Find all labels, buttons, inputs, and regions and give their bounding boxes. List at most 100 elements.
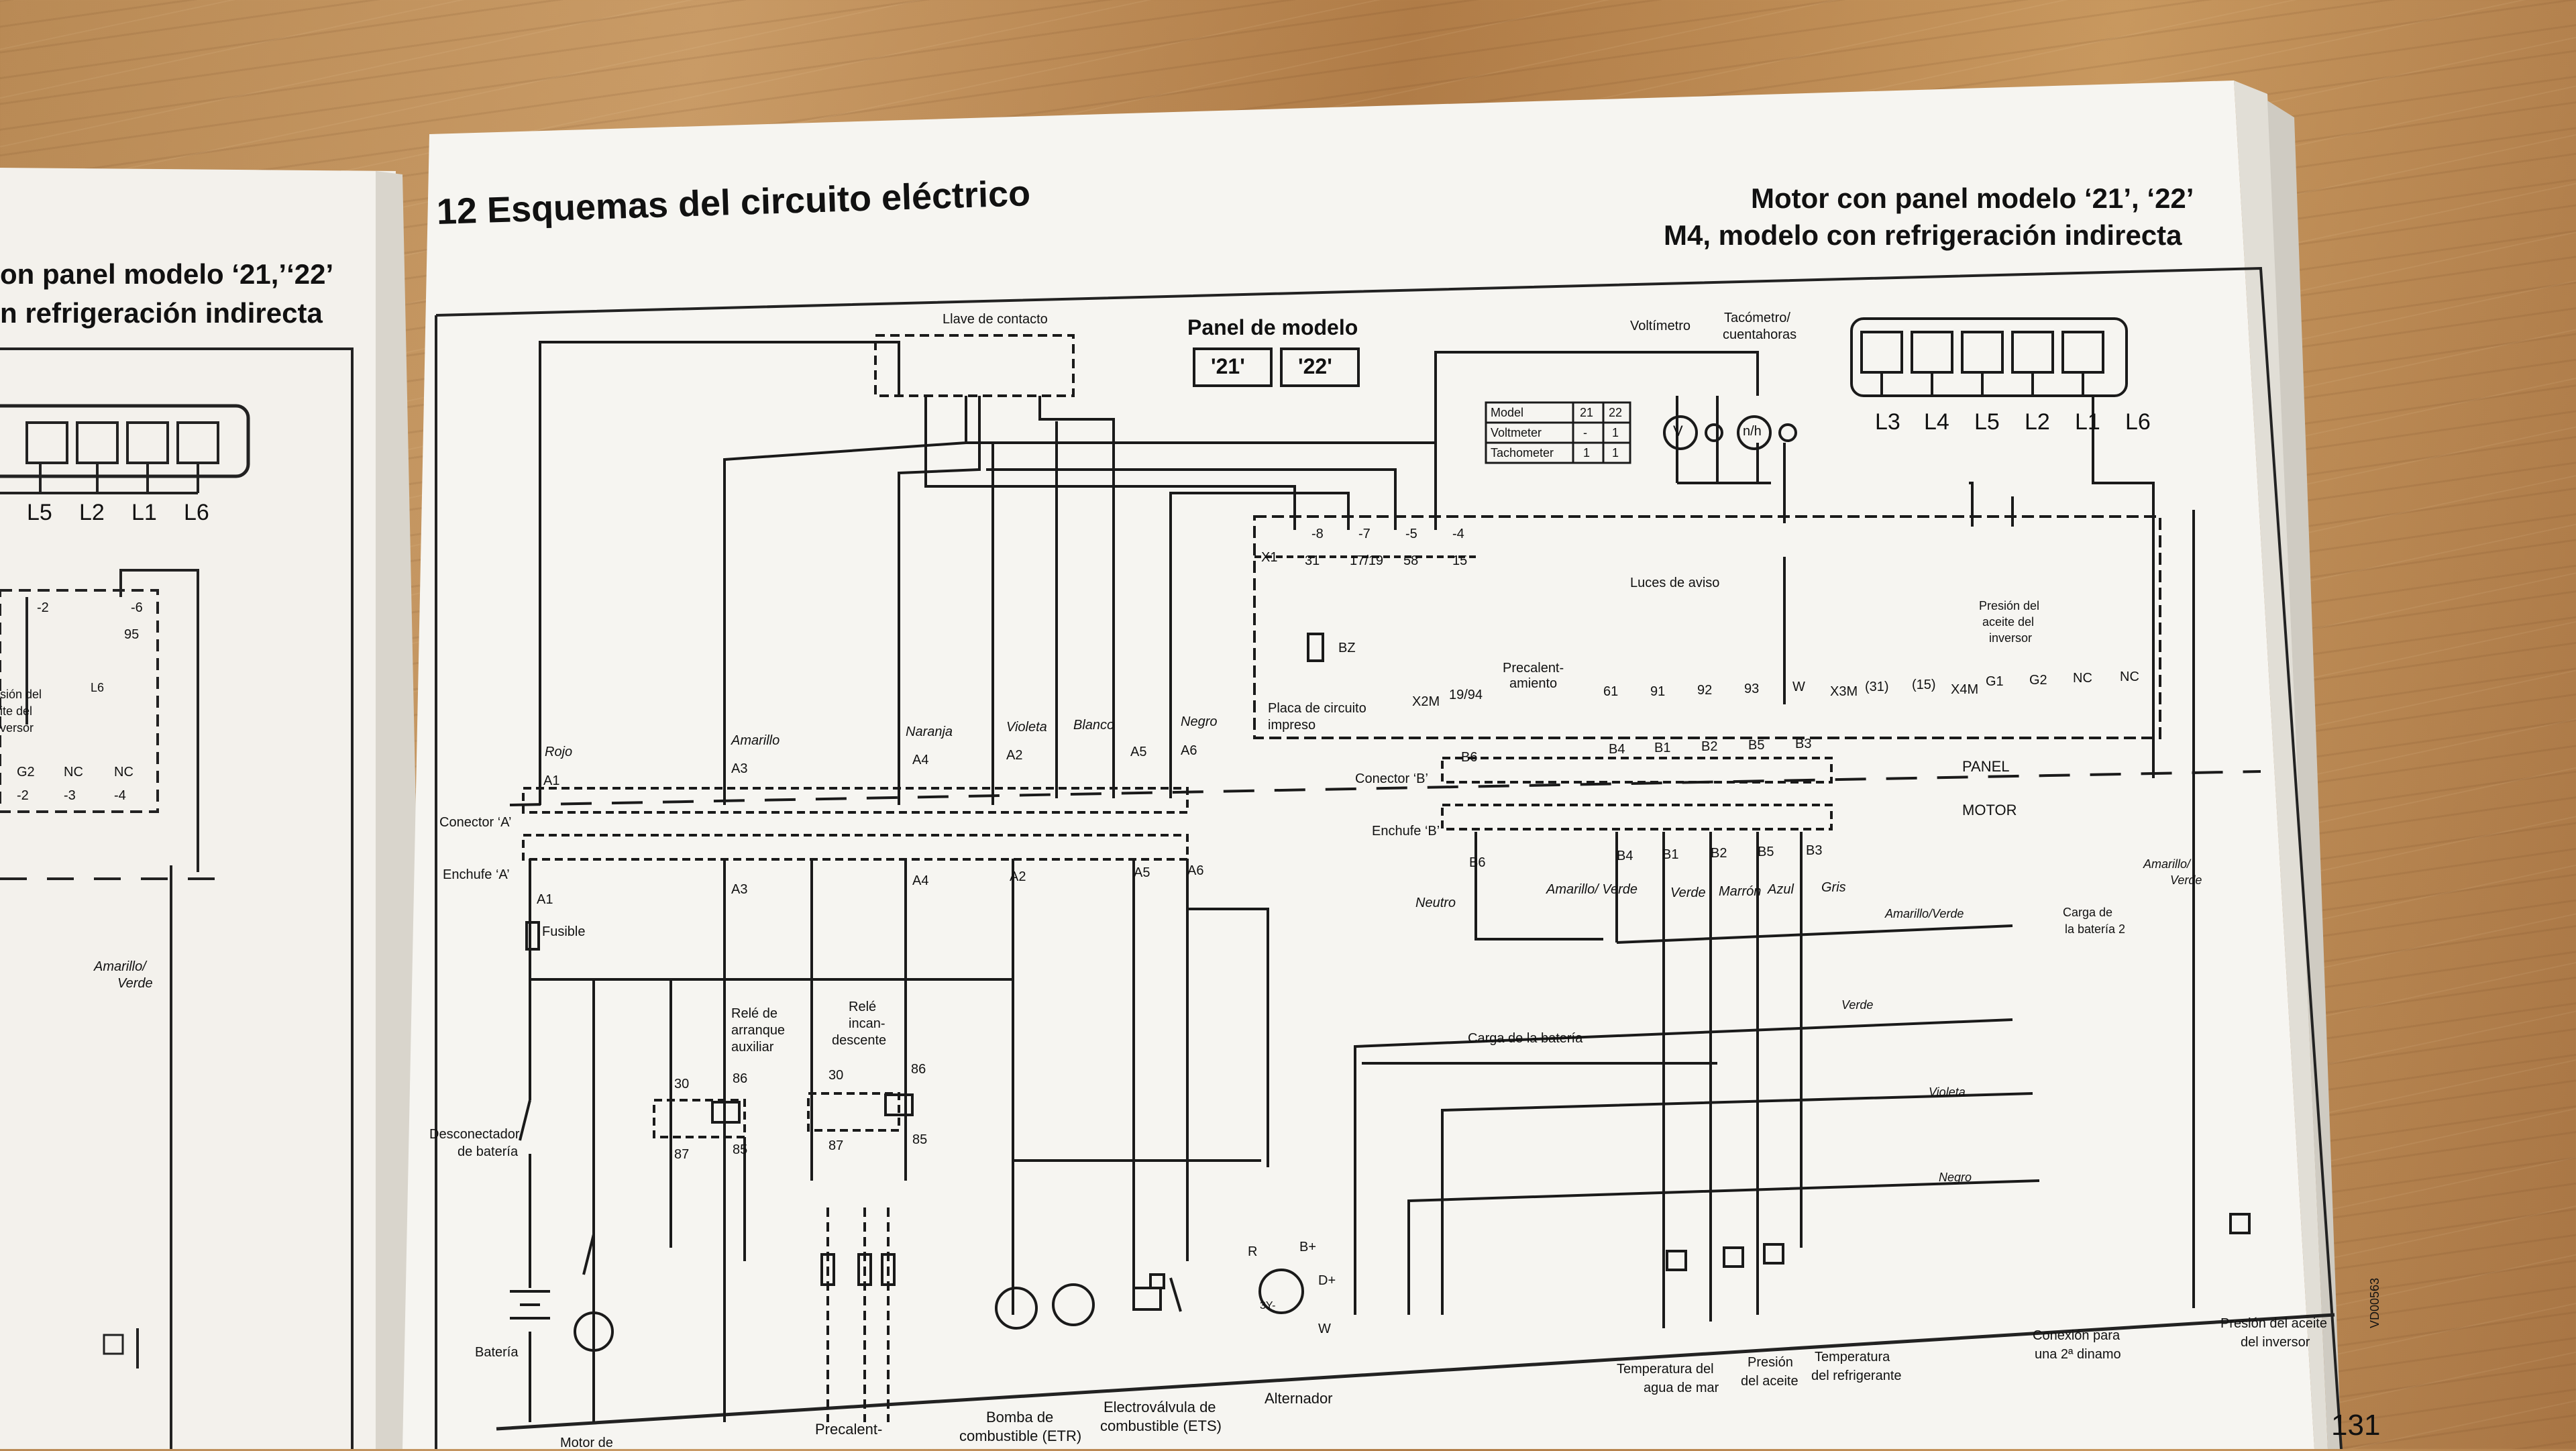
x4m-pin: G1: [1986, 674, 2004, 689]
a-pin-lower: A6: [1187, 863, 1204, 878]
voltmeter-gauge: V: [1673, 423, 1683, 439]
motor-label: MOTOR: [1962, 802, 2017, 818]
connector-a-label: Conector ‘A’: [439, 815, 512, 830]
plug-b-label: Enchufe ‘B’: [1372, 824, 1440, 839]
b-pin-lower: B4: [1617, 849, 1633, 863]
left-heading-1: on panel modelo ‘21,’‘22’: [0, 258, 334, 290]
b-pin: B2: [1701, 739, 1718, 754]
model-table-header: 22: [1609, 406, 1623, 419]
lamp-label-l3: L3: [1875, 409, 1900, 435]
left-bottom-pin: -3: [64, 788, 76, 803]
wire-color-b: Marrón: [1719, 884, 1762, 899]
b-pin-lower: B5: [1758, 845, 1774, 859]
b-pin: B3: [1795, 737, 1812, 751]
oil-inverter-label: Presión del: [1979, 599, 2040, 612]
x1-label: X1: [1261, 550, 1278, 565]
left-bottom-pin: -4: [114, 788, 126, 803]
a-pin-lower: A3: [731, 882, 748, 897]
panel-model-22: '22': [1298, 354, 1332, 378]
tachometer-gauge: n/h: [1743, 424, 1762, 439]
left-oil-label: ite del: [0, 704, 33, 718]
relay-pin: 87: [674, 1147, 690, 1162]
model-table-cell: 1: [1583, 446, 1591, 460]
x2m-pin: 92: [1697, 683, 1713, 698]
oil-inverter-label: inversor: [1989, 631, 2033, 645]
x2m-pin: 91: [1650, 684, 1666, 699]
sensor-label: agua de mar: [1644, 1381, 1719, 1395]
left-label-l1: L1: [131, 500, 157, 525]
relay-pin: 85: [912, 1132, 928, 1147]
amarillo-verde-label: Amarillo/: [2143, 857, 2191, 871]
b-pin: B1: [1654, 741, 1671, 755]
voltmeter-label: Voltímetro: [1630, 319, 1691, 333]
warning-lights-label: Luces de aviso: [1630, 576, 1720, 590]
x4m-label: X4M: [1951, 682, 1979, 697]
alt-pin: W: [1318, 1322, 1331, 1336]
x2m-pin: W: [1792, 680, 1805, 694]
fuel-pump-label: combustible (ETR): [959, 1428, 1082, 1444]
tachometer-label: cuentahoras: [1723, 327, 1797, 342]
left-oil-label: versor: [0, 721, 34, 735]
sensor-label: una 2ª dinamo: [2035, 1347, 2121, 1362]
sensor-label: del refrigerante: [1811, 1368, 1902, 1383]
left-wire-color: Verde: [117, 976, 153, 991]
panel-model-21: '21': [1211, 354, 1245, 378]
battery-switch-label: de batería: [458, 1144, 519, 1159]
x1-number: 17/19: [1350, 553, 1384, 568]
glow-relay-label: descente: [832, 1033, 887, 1048]
lamp-label-l1: L1: [2075, 409, 2100, 435]
amarillo-verde-label: Verde: [2170, 873, 2202, 887]
wire-color-b: Azul: [1768, 882, 1794, 897]
fuse-label: Fusible: [542, 924, 586, 939]
sensor-label: Conexión para: [2033, 1328, 2121, 1343]
x1-pin: -7: [1358, 527, 1371, 541]
x2m-pin: 93: [1744, 682, 1760, 696]
relay-pin: 87: [828, 1138, 844, 1153]
wire-color: Naranja: [906, 724, 953, 739]
a-pin: A5: [1130, 745, 1147, 759]
right-wire-color: Violeta: [1929, 1085, 1966, 1099]
right-wire-color: Verde: [1841, 998, 1874, 1012]
wire-color: Rojo: [545, 745, 573, 759]
b-pin-lower: B6: [1469, 855, 1486, 870]
model-table-cell: 1: [1612, 446, 1619, 460]
left-label-l6: L6: [184, 500, 209, 525]
a-pin: A3: [731, 761, 748, 776]
x2m-label: X2M: [1412, 694, 1440, 709]
x2m-pin: 61: [1603, 684, 1619, 699]
lamp-label-l6: L6: [2125, 409, 2151, 435]
preheating-bottom-label: Precalent-: [815, 1421, 883, 1438]
a-pin: A4: [912, 753, 929, 767]
model-table-cell: -: [1583, 426, 1587, 439]
panel-model-title: Panel de modelo: [1187, 315, 1358, 339]
left-label-l2: L2: [79, 500, 105, 525]
preheat-label: Precalent-: [1503, 661, 1564, 676]
left-lamp: L6: [91, 681, 105, 694]
a-pin: A6: [1181, 743, 1197, 758]
sensor-label: Temperatura: [1815, 1350, 1890, 1364]
sensor-label: Temperatura del: [1617, 1362, 1714, 1377]
b-pin: B5: [1748, 738, 1765, 753]
alt-pin: R: [1248, 1244, 1258, 1259]
left-bottom-pin: NC: [114, 765, 133, 780]
wire-color: Amarillo: [731, 733, 780, 748]
wire-color-b: Neutro: [1415, 896, 1456, 910]
starter-label: Motor de: [560, 1436, 613, 1450]
alt-pin: D+: [1318, 1273, 1336, 1288]
relay-pin: 30: [674, 1077, 690, 1091]
x1-pin: -5: [1405, 527, 1417, 541]
b-pin: B6: [1461, 750, 1478, 765]
wire-color-b: Amarillo/ Verde: [1546, 882, 1638, 897]
x4m-pin: NC: [2073, 671, 2092, 686]
aux-relay-label: arranque: [731, 1023, 786, 1038]
fuel-valve-label: Electroválvula de: [1104, 1399, 1216, 1415]
preheat-label: amiento: [1509, 676, 1558, 691]
aux-relay-label: Relé de: [731, 1006, 777, 1021]
right-wire-color: Amarillo/Verde: [1885, 907, 1964, 920]
model-table-cell: 1: [1612, 426, 1619, 439]
x4m-pin: G2: [2029, 673, 2047, 688]
x3m-label: X3M: [1830, 684, 1858, 699]
alt-pin: 3Y-: [1260, 1300, 1276, 1311]
left-pin: -6: [131, 600, 143, 615]
x3m-pin: (31): [1865, 680, 1889, 694]
